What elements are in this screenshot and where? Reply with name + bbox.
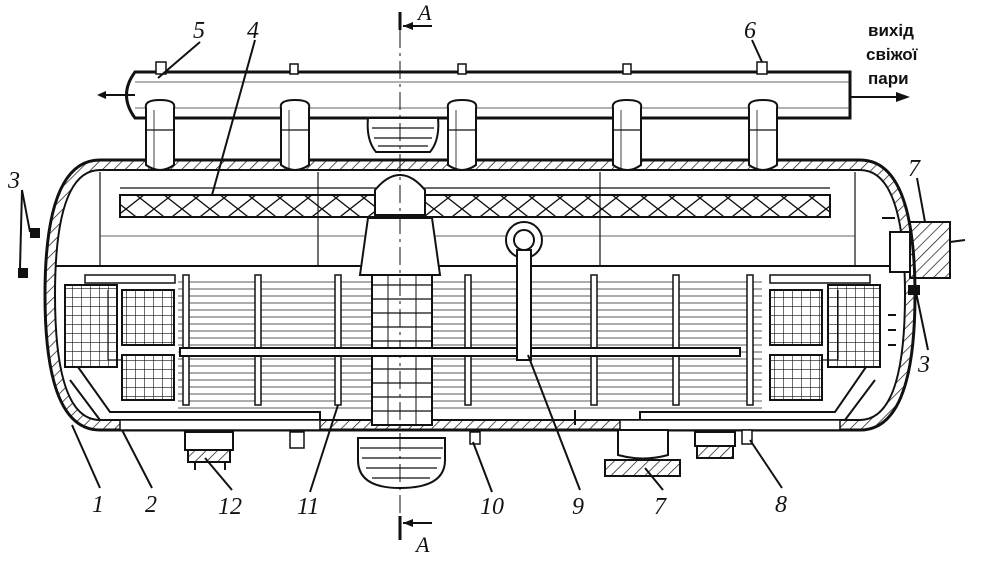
label-4: 4 [247,18,259,44]
label-10: 10 [480,494,504,520]
label-8: 8 [775,492,787,518]
steam-collector-pipe [97,61,910,120]
label-6: 6 [744,18,756,44]
left-fittings [18,228,40,278]
label-7-top: 7 [908,156,921,182]
left-cyclone-block [64,274,321,421]
label-12: 12 [218,494,242,520]
label-7-bottom: 7 [654,494,667,520]
steam-separator-sheet [119,187,831,218]
label-11: 11 [297,494,319,520]
label-5: 5 [193,18,205,44]
outlet-label-line2: свіжої [866,45,919,64]
leader-lines [19,39,929,493]
label-2: 2 [145,492,157,518]
vertical-tubes [182,274,754,406]
label-3-left: 3 [7,168,20,194]
section-label-bottom: A [414,532,430,557]
bottom-pipe [119,410,841,431]
drum-shell [43,158,917,432]
bottom-nozzles [184,429,753,477]
section-label-top: A [416,0,432,25]
central-downcomer [357,117,446,490]
label-9: 9 [572,494,584,520]
outlet-label-line1: вихід [868,21,914,40]
label-1: 1 [92,492,104,518]
label-3-right: 3 [917,352,930,378]
right-cyclone-block [639,274,881,421]
outlet-label-line3: пари [868,69,909,88]
section-line [398,12,432,540]
feed-water-pipe [505,221,543,361]
internal-frame [56,172,904,267]
riser-pipes [144,98,779,171]
distribution-pipe [179,347,741,357]
manhole-cover [882,217,966,346]
